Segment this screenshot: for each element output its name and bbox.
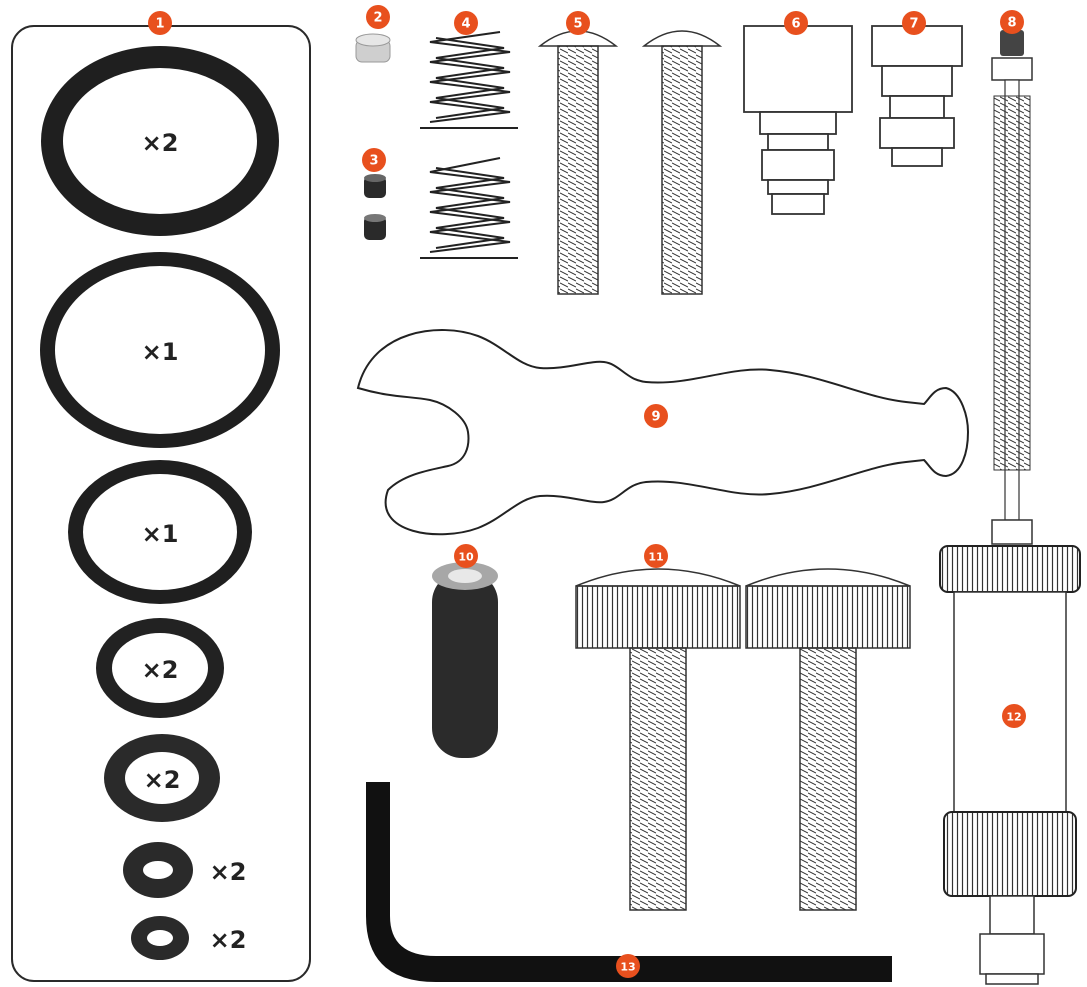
callout-11-circle [644, 544, 668, 568]
oring-7: ×2 [131, 916, 246, 960]
oring-6: ×2 [123, 842, 246, 898]
callout-12-label: 12 [1006, 711, 1021, 724]
black-cylinder [432, 562, 498, 758]
callout-13-label: 13 [620, 961, 635, 974]
callout-6-circle [784, 11, 808, 35]
callout-13-circle [616, 954, 640, 978]
callout-12: 12 [1002, 704, 1026, 728]
thumb-screw-right [745, 568, 911, 911]
callout-1-label: 1 [155, 17, 164, 32]
hex-key [366, 782, 892, 982]
callout-5-circle [566, 11, 590, 35]
callout-4: 4 [454, 11, 478, 35]
callout-3-circle [362, 148, 386, 172]
oring-3-qty: ×1 [142, 520, 179, 548]
callout-8: 8 [1000, 10, 1024, 34]
oring-3: ×1 [68, 460, 252, 604]
spring-upper [420, 31, 518, 129]
callout-12-circle [1002, 704, 1026, 728]
callout-1: 1 [148, 11, 172, 35]
callout-4-circle [454, 11, 478, 35]
wrench [356, 329, 970, 536]
callout-10-circle [454, 544, 478, 568]
oring-7-qty: ×2 [210, 926, 247, 954]
callout-8-label: 8 [1007, 16, 1016, 31]
callout-2: 2 [366, 5, 390, 29]
callout-6-label: 6 [791, 17, 800, 32]
callout-9: 9 [644, 404, 668, 428]
oring-5: ×2 [104, 734, 220, 822]
adapter-large [743, 25, 853, 215]
oring-1-qty: ×2 [142, 129, 179, 157]
callout-9-circle [644, 404, 668, 428]
spring-rod [991, 30, 1033, 545]
bolt-left [537, 30, 619, 295]
callout-3: 3 [362, 148, 386, 172]
callout-10: 10 [454, 544, 478, 568]
callout-7: 7 [902, 11, 926, 35]
oring-4-qty: ×2 [142, 656, 179, 684]
callout-7-circle [902, 11, 926, 35]
oring-1: ×2 [41, 46, 279, 236]
bushing [355, 33, 391, 63]
callout-8-circle [1000, 10, 1024, 34]
callout-11-label: 11 [648, 551, 663, 564]
oring-5-qty: ×2 [144, 766, 181, 794]
callout-11: 11 [644, 544, 668, 568]
pump-body [939, 545, 1081, 985]
callout-4-label: 4 [461, 17, 470, 32]
bolt-right [641, 30, 723, 295]
callout-7-label: 7 [909, 17, 918, 32]
oring-6-qty: ×2 [210, 858, 247, 886]
oring-4: ×2 [96, 618, 224, 718]
thumb-screw-left [575, 568, 741, 911]
oring-2-qty: ×1 [142, 338, 179, 366]
callout-2-circle [366, 5, 390, 29]
callout-9-label: 9 [651, 410, 660, 425]
callout-1-circle [148, 11, 172, 35]
callout-5-label: 5 [573, 17, 582, 32]
callout-6: 6 [784, 11, 808, 35]
callout-5: 5 [566, 11, 590, 35]
callout-13: 13 [616, 954, 640, 978]
adapter-small [871, 25, 963, 167]
callout-2-label: 2 [373, 11, 382, 26]
oring-2: ×1 [40, 252, 280, 448]
callout-10-label: 10 [458, 551, 474, 564]
spring-lower [420, 157, 518, 259]
callout-3-label: 3 [369, 154, 378, 169]
spacers [364, 174, 386, 240]
